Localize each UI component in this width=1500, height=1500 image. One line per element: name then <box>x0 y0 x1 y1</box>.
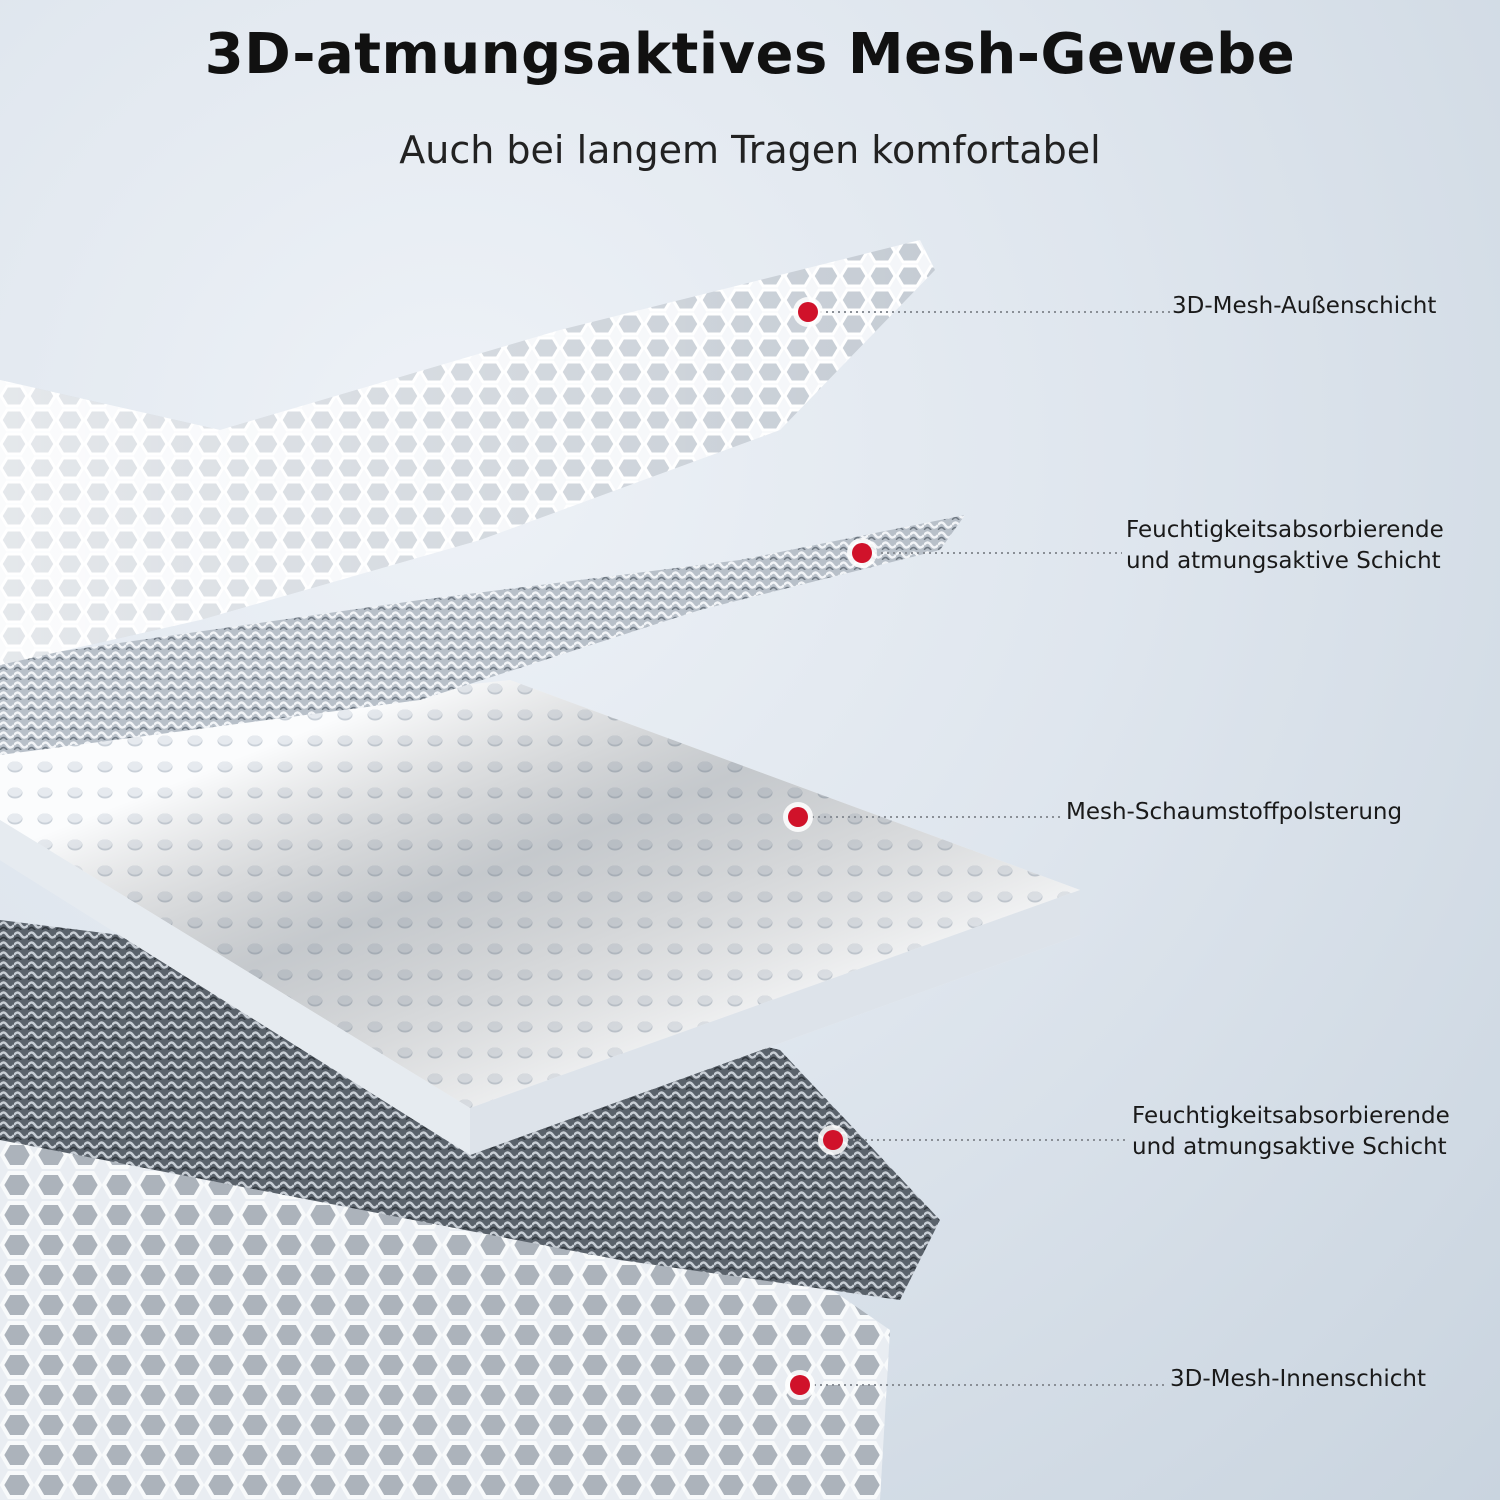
label-moisture-layer-lower: Feuchtigkeitsabsorbierende und atmungsak… <box>1132 1101 1450 1163</box>
page-subtitle: Auch bei langem Tragen komfortabel <box>399 128 1101 172</box>
callouts <box>783 297 1170 1400</box>
foam-padding-layer <box>0 680 1080 1155</box>
label-inner-layer: 3D-Mesh-Innenschicht <box>1170 1364 1426 1395</box>
marker-dot <box>798 302 818 322</box>
marker-dot <box>790 1375 810 1395</box>
label-outer-layer: 3D-Mesh-Außenschicht <box>1172 291 1436 322</box>
marker-dot <box>788 807 808 827</box>
label-moisture-layer-upper: Feuchtigkeitsabsorbierende und atmungsak… <box>1126 515 1444 577</box>
moisture-layer-upper <box>0 515 965 755</box>
marker-dot <box>852 543 872 563</box>
label-line: und atmungsaktive Schicht <box>1126 548 1441 574</box>
label-line: Mesh-Schaumstoffpolsterung <box>1066 799 1403 825</box>
label-foam-layer: Mesh-Schaumstoffpolsterung <box>1066 797 1402 828</box>
page-title: 3D-atmungsaktives Mesh-Gewebe <box>204 22 1296 87</box>
label-line: Feuchtigkeitsabsorbierende <box>1132 1103 1450 1129</box>
label-line: 3D-Mesh-Innenschicht <box>1170 1366 1426 1392</box>
label-line: Feuchtigkeitsabsorbierende <box>1126 517 1444 543</box>
marker-dot <box>823 1130 843 1150</box>
label-line: und atmungsaktive Schicht <box>1132 1134 1447 1160</box>
label-line: 3D-Mesh-Außenschicht <box>1172 293 1437 319</box>
outer-mesh-layer <box>0 240 935 665</box>
